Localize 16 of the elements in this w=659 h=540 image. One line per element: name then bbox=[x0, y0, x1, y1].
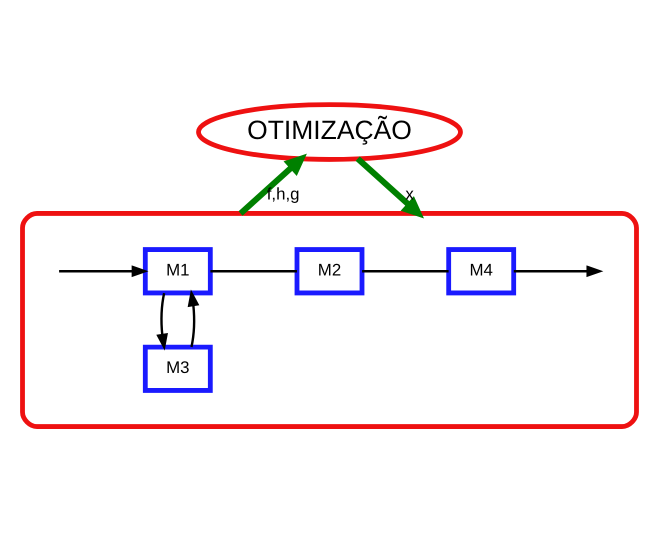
arrow bbox=[59, 264, 149, 277]
node-ellipse: OTIMIZAÇÃO bbox=[196, 102, 463, 162]
connector bbox=[210, 270, 297, 272]
node-box: M1 bbox=[142, 246, 213, 295]
arrow bbox=[514, 264, 604, 277]
connector bbox=[362, 270, 449, 272]
arrow bbox=[356, 156, 424, 218]
node-box: M4 bbox=[446, 246, 516, 295]
node-box: M3 bbox=[142, 344, 213, 392]
node-box: M2 bbox=[294, 246, 364, 295]
arrow bbox=[156, 292, 168, 350]
cluster bbox=[20, 210, 639, 428]
arrow bbox=[188, 288, 200, 347]
edge-label: x bbox=[405, 184, 414, 203]
arrow bbox=[238, 153, 307, 216]
edge-label: f,h,g bbox=[266, 184, 300, 203]
